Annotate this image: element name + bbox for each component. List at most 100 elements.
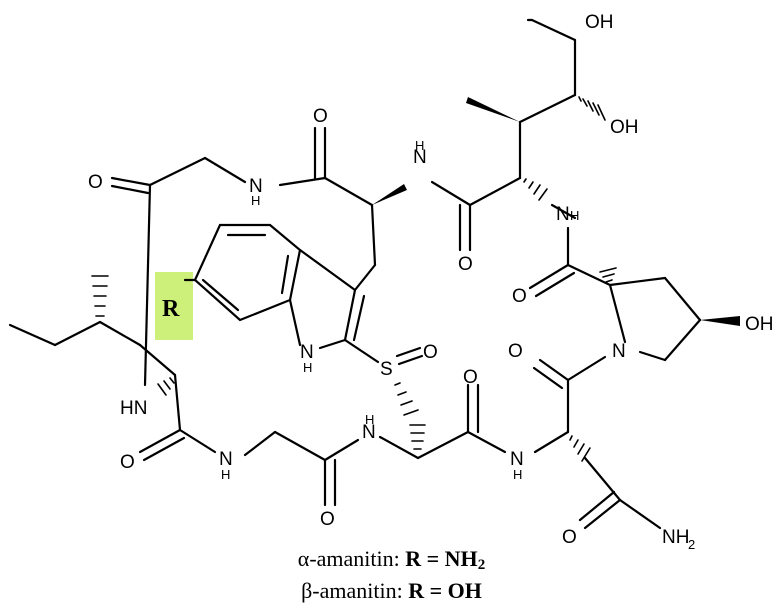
caption-beta-r: R = OH <box>408 578 482 603</box>
bond <box>273 430 327 462</box>
bond <box>110 184 150 195</box>
bond <box>397 354 424 366</box>
bond <box>323 438 360 462</box>
atom-oh-side: OH <box>610 117 639 138</box>
bond <box>466 430 507 454</box>
hashed-bond <box>523 178 548 201</box>
bond <box>142 436 186 462</box>
bond <box>532 366 564 390</box>
atom-o: O <box>562 527 577 548</box>
atom-s: S <box>380 359 393 380</box>
atom-o: O <box>88 172 103 193</box>
bond <box>288 298 302 347</box>
bond <box>278 176 327 187</box>
bond <box>353 263 377 292</box>
bond <box>618 498 662 530</box>
bond <box>395 346 422 358</box>
atom-h: H <box>513 467 522 482</box>
bond <box>578 490 616 522</box>
bond <box>533 430 570 454</box>
bond <box>534 271 576 298</box>
atom-n-indole: N <box>300 342 314 363</box>
atom-h: H <box>415 138 424 153</box>
atom-o: O <box>463 367 478 388</box>
atom-o: O <box>120 452 135 473</box>
bond <box>638 350 667 362</box>
hashed-bond <box>578 96 606 121</box>
bond <box>110 176 152 187</box>
atom-nh: N <box>249 176 263 197</box>
bond <box>550 203 577 220</box>
bond <box>280 254 290 295</box>
bond <box>352 294 366 342</box>
atom-hn-left: HN <box>120 398 147 419</box>
atom-nh: N <box>413 147 427 168</box>
bond <box>298 248 357 292</box>
hashed-bond <box>91 275 109 317</box>
bond <box>143 183 152 387</box>
atom-o: O <box>508 341 523 362</box>
bond <box>583 456 622 502</box>
atom-n-pyrrolidine: N <box>612 341 626 362</box>
wedge-bond <box>700 316 740 326</box>
caption-alpha: α-amanitin: R = NH2 <box>0 546 783 578</box>
wedge-bond <box>372 184 407 205</box>
atom-o: O <box>512 286 527 307</box>
bond <box>148 156 207 187</box>
atom-o-sulfoxide: O <box>423 342 438 363</box>
bond-lines <box>8 18 740 530</box>
bond <box>663 276 702 322</box>
atom-nh: N <box>556 204 570 225</box>
atom-oh-pyrrolidine: OH <box>745 314 774 335</box>
bond <box>663 318 702 362</box>
atom-oh-top: OH <box>585 12 614 33</box>
bond <box>430 180 472 207</box>
bond <box>138 343 177 377</box>
atom-o: O <box>313 106 328 127</box>
atom-labels: OH OH O N H O N H N H O O R OH N O S O N… <box>88 12 774 552</box>
hashed-bond <box>394 382 419 416</box>
atom-h: H <box>570 208 579 223</box>
hashed-bond <box>157 377 175 396</box>
atom-nh: N <box>219 449 233 470</box>
bond <box>203 156 247 184</box>
bond <box>178 428 217 454</box>
hashed-bond <box>599 267 617 283</box>
bond <box>343 288 357 342</box>
bond <box>343 338 380 364</box>
wedge-bond <box>466 97 520 122</box>
atom-o: O <box>320 509 335 530</box>
bond <box>138 428 182 454</box>
bond <box>518 93 577 124</box>
atom-nh: N <box>510 449 524 470</box>
atom-nh2: NH <box>662 527 689 548</box>
bond <box>583 498 622 530</box>
hashed-bond <box>409 424 426 450</box>
atom-nh: N <box>362 422 376 443</box>
bond <box>566 263 612 287</box>
atom-nh2-subscript: 2 <box>688 537 695 552</box>
bond <box>528 263 570 290</box>
atom-h: H <box>221 467 230 482</box>
bond <box>370 203 377 267</box>
r-group-label: R <box>162 296 180 322</box>
bond <box>201 278 240 312</box>
bond <box>98 320 142 347</box>
atom-o: O <box>458 254 473 275</box>
r-group-highlight <box>155 272 193 340</box>
bond <box>243 430 277 457</box>
bond <box>538 358 570 382</box>
hashed-bond <box>569 435 591 462</box>
caption-beta: β-amanitin: R = OH <box>0 578 783 604</box>
bond <box>323 176 374 207</box>
bond <box>566 355 607 382</box>
bond <box>608 283 627 344</box>
bond <box>608 276 667 287</box>
caption-beta-name: β-amanitin: <box>301 578 409 603</box>
bond <box>318 338 347 350</box>
atom-h: H <box>365 412 374 427</box>
bond <box>378 435 420 460</box>
caption-alpha-r: R = NH2 <box>405 546 486 573</box>
